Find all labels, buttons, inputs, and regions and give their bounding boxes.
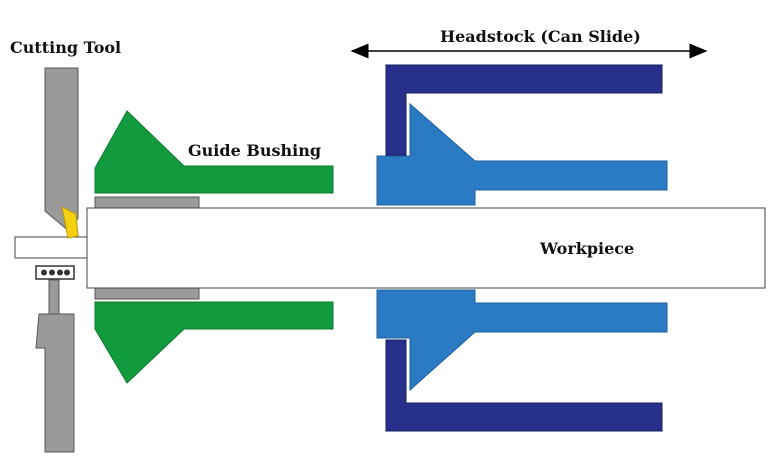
cutting-tool-lower bbox=[35, 313, 75, 453]
workpiece-bar bbox=[86, 207, 766, 289]
cutting-tool-insert bbox=[61, 206, 79, 239]
cutting-tool-upper bbox=[44, 67, 79, 233]
guide-bushing-top bbox=[94, 110, 334, 194]
headstock-collet-top bbox=[376, 102, 668, 206]
workpiece-stub bbox=[14, 236, 88, 259]
guide-bushing-label: Guide Bushing bbox=[188, 141, 322, 160]
bushing-liner-top bbox=[94, 196, 200, 210]
tool-post bbox=[48, 279, 60, 315]
bushing-liner-bottom bbox=[94, 286, 200, 300]
headstock-frame-top bbox=[385, 64, 663, 156]
headstock-collet-bottom bbox=[376, 289, 668, 392]
cutting-tool-label: Cutting Tool bbox=[10, 38, 122, 57]
headstock-frame-bottom bbox=[385, 339, 663, 432]
workpiece-label: Workpiece bbox=[540, 239, 635, 258]
headstock-label: Headstock (Can Slide) bbox=[440, 27, 641, 46]
guide-bushing-bottom bbox=[94, 301, 334, 384]
